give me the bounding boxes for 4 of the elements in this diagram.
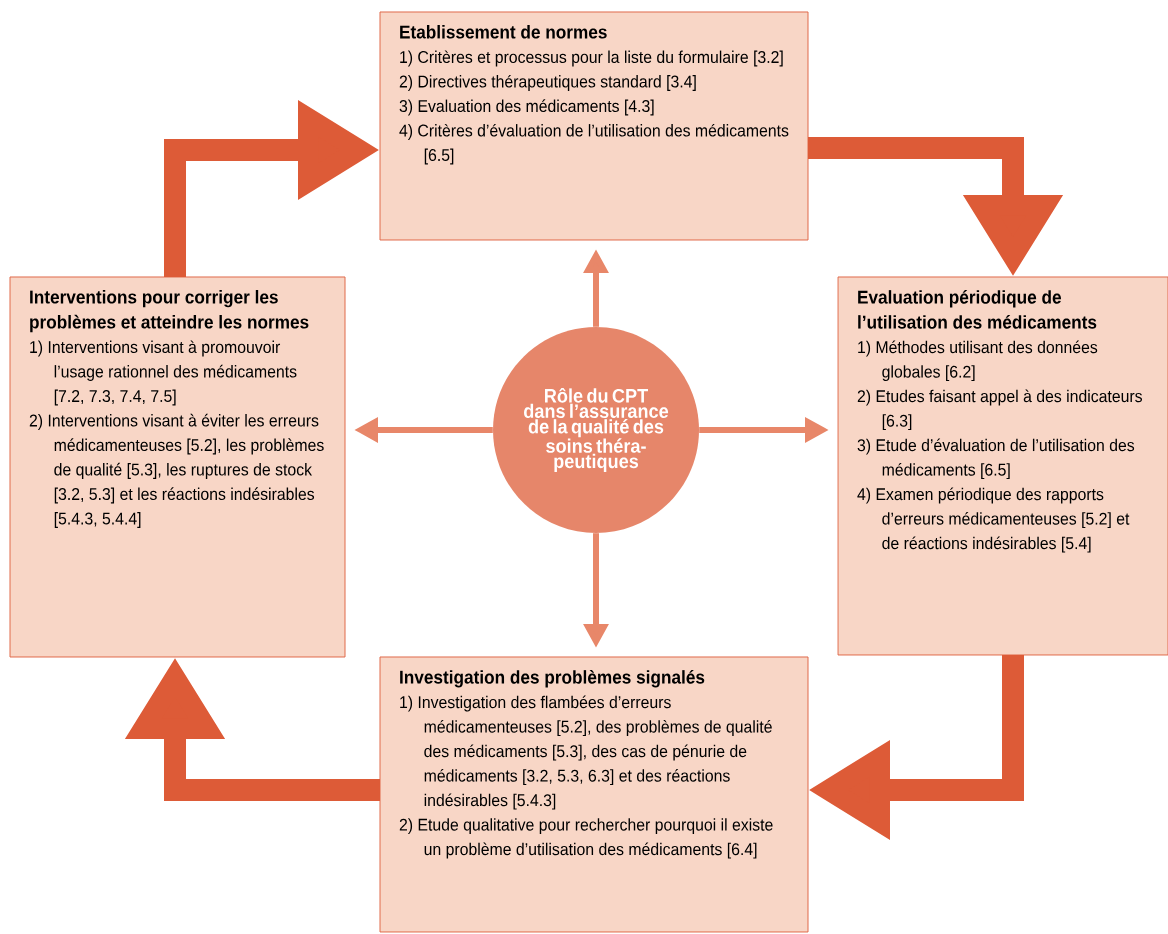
text-box: Evaluation périodique de l’utilisation des médicaments 1) Méthodes utilisant des données globales [6.2] 2) Etudes faisant appel à des indicateurs [6.3] 3) Etude d’évaluation de l’utilisation des médicaments [6.5] 4) Examen périodique des rapports d’erreurs médicamenteuses [5.2] et de réactions indésirables [5.4] <box>837 276 1168 656</box>
text-box: Investigation des problèmes signalés 1) Investigation des flambées d’erreurs médicamenteuses [5.2], des problèmes de qualité des médicaments [5.3], des cas de pénurie de médicaments [3.2, 5.3, 6.3] et des réactions indésirables [5.4.3] 2) Etude qualitative pour rechercher pourquoi il existe un problème d’utilisation des médicaments [6.4] <box>379 656 809 933</box>
text-box: Etablissement de normes 1) Critères et processus pour la liste du formulaire [3.2] 2) Directives thérapeutiques standard [3.4] 3) Evaluation des médicaments [4.3] 4) Critères d’évaluation de l’utilisation des médicaments [6.5] <box>379 11 809 241</box>
text-box: Interventions pour corriger les problèmes et atteindre les normes 1) Interventions visant à promouvoir l’usage rationnel des médicaments [7.2, 7.3, 7.4, 7.5] 2) Interventions visant à éviter les erreurs médicamenteuses [5.2], les problèmes de qualité [5.3], les ruptures de stock [3.2, 5.3] et les réactions indésirables [5.4.3, 5.4.4] <box>9 276 346 658</box>
